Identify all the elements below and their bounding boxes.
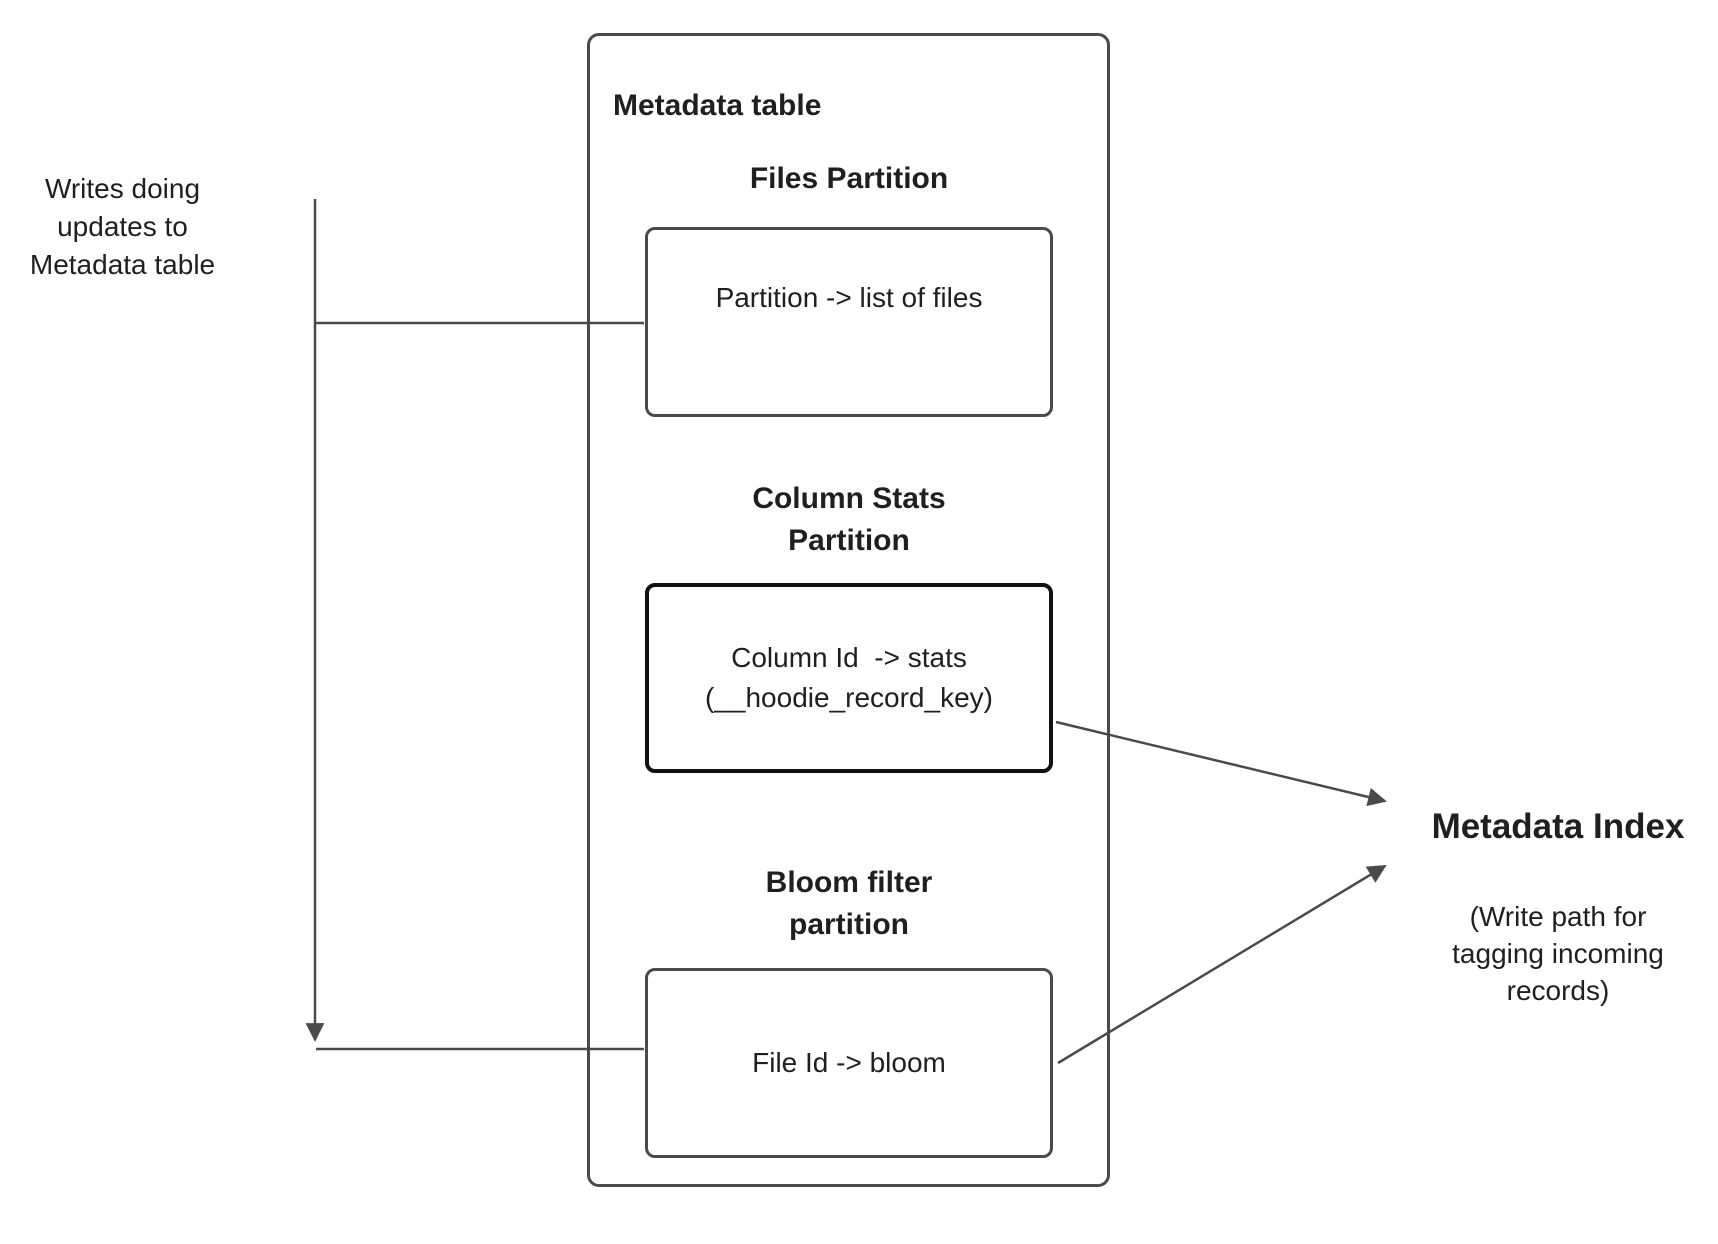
- bloom-filter-heading-line-2: partition: [789, 908, 909, 941]
- bloom-filter-partition-box: File Id -> bloom: [645, 968, 1053, 1158]
- metadata-index-subtitle-line-2: tagging incoming: [1452, 938, 1664, 969]
- writes-note-line-2: updates to: [57, 211, 188, 242]
- bloom-to-index-arrow: [1057, 864, 1387, 1065]
- column-stats-heading-line-2: Partition: [788, 524, 910, 557]
- files-partition-box: Partition -> list of files: [645, 227, 1053, 417]
- files-partition-heading-text: Files Partition: [749, 162, 949, 195]
- column-stats-partition-box: Column Id -> stats (__hoodie_record_key): [645, 583, 1053, 773]
- metadata-index-title: Metadata Index: [1431, 807, 1685, 846]
- column-stats-content-line-1: Column Id -> stats: [731, 642, 967, 673]
- files-partition-content: Partition -> list of files: [715, 282, 983, 313]
- stats-to-index-arrow: [1055, 720, 1387, 807]
- writes-note: Writes doing updates to Metadata table: [0, 170, 245, 284]
- metadata-table-container: [587, 33, 1110, 1187]
- bloom-filter-heading-line-1: Bloom filter: [765, 866, 933, 899]
- column-stats-content-line-2: (__hoodie_record_key): [705, 682, 993, 713]
- column-stats-heading-line-1: Column Stats: [752, 482, 946, 515]
- metadata-index-subtitle: (Write path for tagging incoming records…: [1393, 898, 1718, 1009]
- writes-note-line-3: Metadata table: [29, 249, 216, 280]
- metadata-table-title: Metadata table: [613, 89, 822, 122]
- column-stats-partition-heading: Column Stats Partition: [645, 478, 1053, 562]
- writes-note-line-1: Writes doing: [44, 173, 201, 204]
- metadata-index-subtitle-line-3: records): [1506, 975, 1610, 1006]
- bloom-filter-content: File Id -> bloom: [752, 1047, 946, 1078]
- files-partition-heading: Files Partition: [645, 158, 1053, 200]
- bloom-filter-partition-heading: Bloom filter partition: [645, 862, 1053, 946]
- metadata-index-subtitle-line-1: (Write path for: [1469, 901, 1647, 932]
